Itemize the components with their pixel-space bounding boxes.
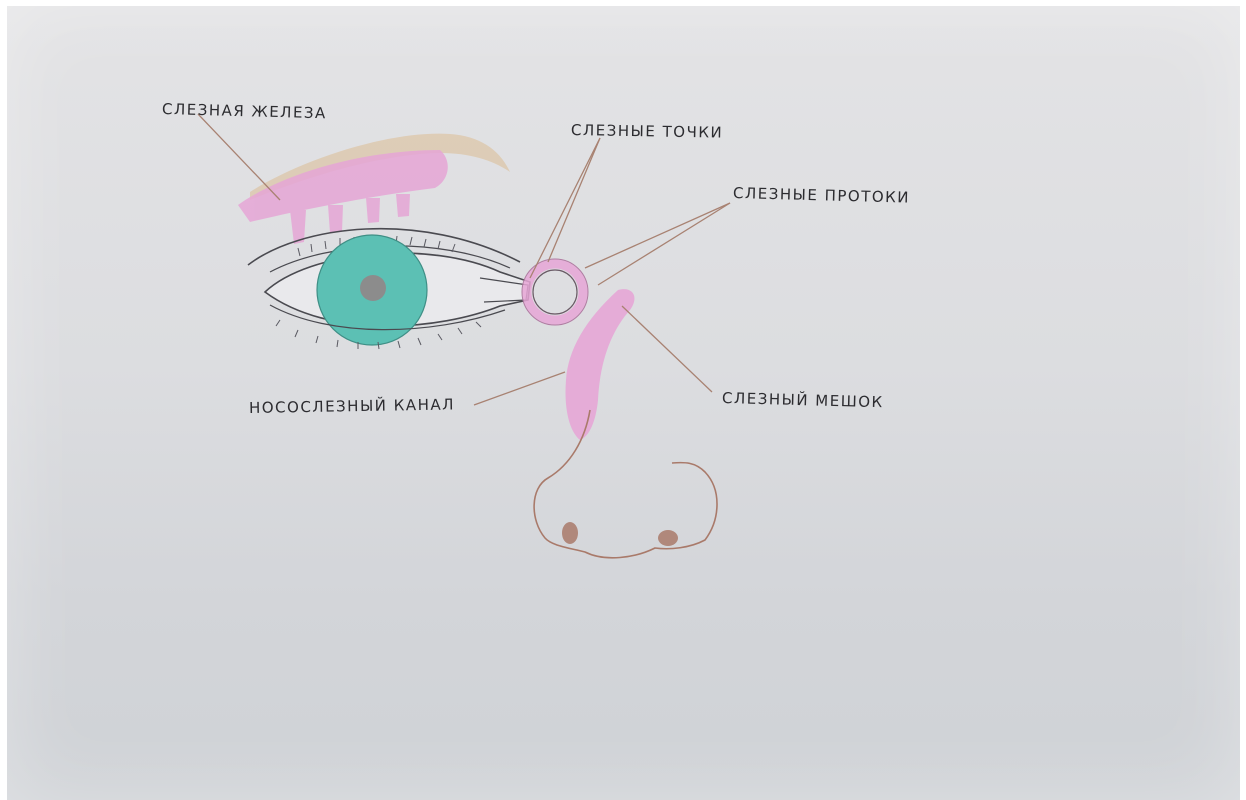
nose-outline bbox=[534, 410, 717, 558]
leader-sac bbox=[622, 306, 712, 392]
nostril-right bbox=[658, 530, 678, 546]
pupil bbox=[360, 275, 386, 301]
label-nasolacrimal-canal: НОСОСЛЕЗНЫЙ КАНАЛ bbox=[249, 395, 455, 417]
leader-ducts-1 bbox=[585, 203, 730, 268]
lacrimal-sac-outline bbox=[533, 270, 577, 314]
nostril-left bbox=[562, 522, 578, 544]
lacrimal-gland-shape bbox=[238, 150, 448, 244]
lacrimal-sac-outer bbox=[522, 259, 588, 325]
lacrimal-sac-ring bbox=[527, 264, 583, 320]
leader-points-1 bbox=[530, 138, 600, 278]
leader-ducts-2 bbox=[598, 203, 730, 285]
leader-gland bbox=[198, 114, 280, 200]
leader-points-2 bbox=[548, 138, 600, 262]
label-lacrimal-points: СЛЕЗНЫЕ ТОЧКИ bbox=[571, 121, 724, 142]
leader-canal bbox=[474, 372, 565, 405]
